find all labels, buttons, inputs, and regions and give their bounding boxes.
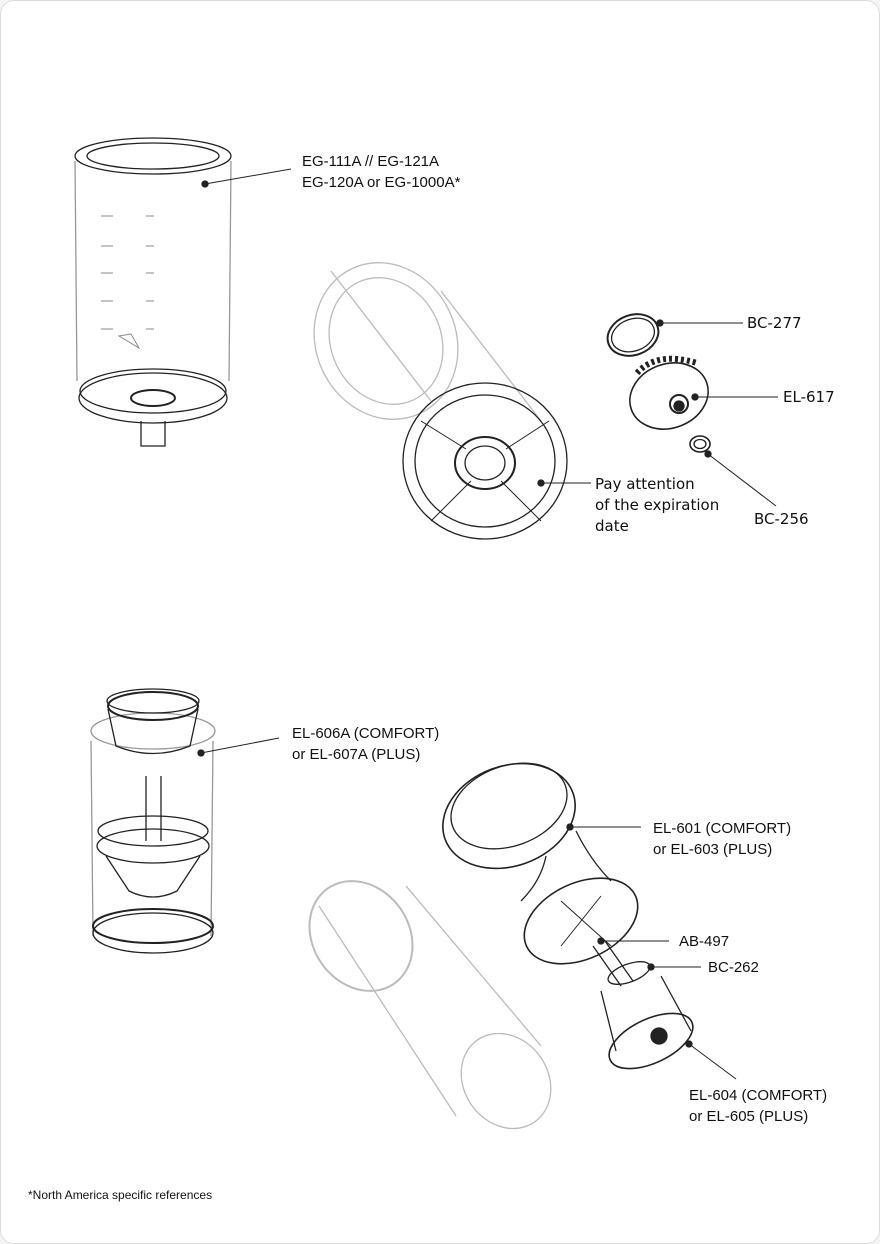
- container-assembled-drawing: [313, 262, 591, 540]
- label-bc-277: BC-277: [747, 314, 802, 332]
- label-el-604: EL-604 (COMFORT) or EL-605 (PLUS): [689, 1085, 827, 1127]
- label-line: Pay attention: [595, 475, 695, 493]
- label-line: date: [595, 517, 629, 535]
- label-bc-262: BC-262: [708, 959, 759, 976]
- label-line: EL-604 (COMFORT): [689, 1087, 828, 1104]
- label-container-refs: EG-111A // EG-121A EG-120A or EG-1000A*: [302, 151, 460, 193]
- container-bottle-drawing: [74, 137, 292, 447]
- assembled-pot-drawing: [90, 688, 280, 954]
- exploded-insert-drawing: [442, 762, 737, 1080]
- label-line: of the expiration: [595, 496, 720, 514]
- pot-faded-drawing: [308, 880, 552, 1130]
- label-line: EL-606A (COMFORT): [292, 725, 440, 742]
- label-el-617: EL-617: [783, 388, 835, 406]
- footnote: *North America specific references: [28, 1188, 213, 1202]
- label-ab-497: AB-497: [679, 933, 730, 950]
- label-el-606a: EL-606A (COMFORT) or EL-607A (PLUS): [292, 723, 439, 765]
- label-el-601: EL-601 (COMFORT) or EL-603 (PLUS): [653, 818, 791, 860]
- label-bc-256: BC-256: [754, 510, 809, 528]
- label-line: EL-601 (COMFORT): [653, 820, 792, 837]
- label-line: EG-120A or EG-1000A*: [302, 174, 461, 191]
- label-line: or EL-605 (PLUS): [689, 1108, 809, 1125]
- label-line: or EL-607A (PLUS): [292, 746, 421, 763]
- label-line: or EL-603 (PLUS): [653, 841, 773, 858]
- label-expiration-note: Pay attention of the expiration date: [595, 474, 719, 537]
- label-line: EG-111A // EG-121A: [302, 153, 440, 170]
